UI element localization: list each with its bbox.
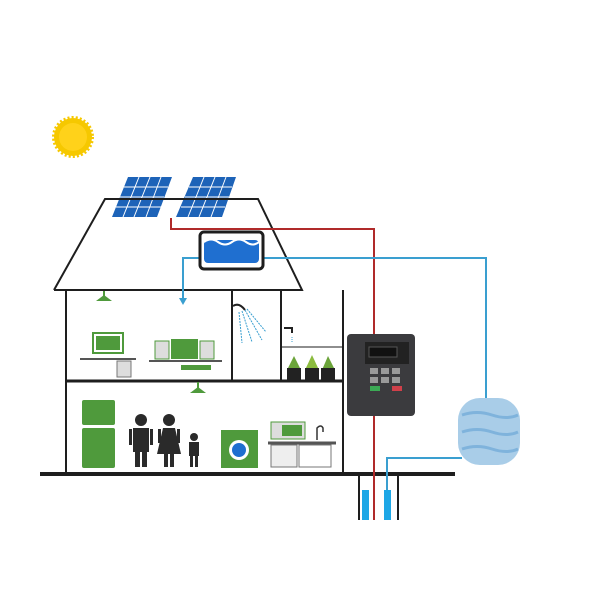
washing-machine-icon	[221, 430, 258, 468]
arrow-down-icon	[179, 298, 187, 305]
water-pipe	[182, 257, 202, 300]
sun-icon	[52, 116, 94, 158]
house-outline	[53, 198, 344, 473]
solar-panel-icon	[176, 176, 236, 218]
tv-icon	[80, 332, 136, 378]
person-icon	[129, 414, 153, 467]
well-icon	[358, 474, 399, 520]
storage-tank-icon	[458, 398, 520, 465]
kitchen-icon	[268, 421, 336, 468]
shower-icon	[232, 303, 267, 344]
water-tank-icon	[198, 230, 265, 271]
stereo-icon	[149, 339, 222, 370]
water-pipe	[262, 257, 487, 400]
lamp-icon	[190, 382, 206, 393]
lamp-icon	[96, 291, 112, 301]
plant-icon	[287, 355, 335, 380]
solar-panel-icon	[112, 176, 172, 218]
power-cable	[170, 218, 375, 335]
fridge-icon	[82, 400, 115, 468]
inverter-icon	[347, 334, 415, 416]
faucet-icon	[284, 327, 293, 343]
person-icon	[189, 433, 199, 467]
person-icon	[157, 414, 181, 467]
